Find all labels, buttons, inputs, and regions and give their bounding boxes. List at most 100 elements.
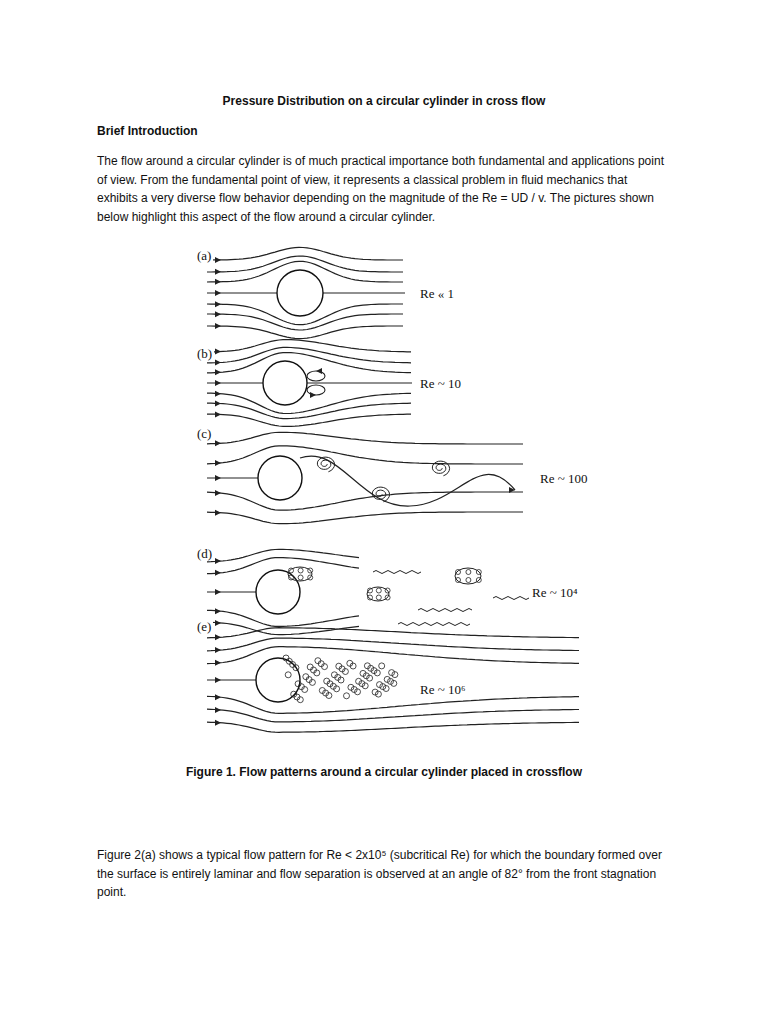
flow-arrowhead	[215, 608, 221, 614]
panel-letter: (d)	[195, 546, 214, 561]
eddy-texture	[376, 588, 381, 593]
eddy-texture	[298, 568, 303, 573]
flow-arrowhead	[215, 440, 221, 446]
wake-eddy	[355, 689, 361, 695]
streamline	[207, 709, 579, 722]
streamline	[207, 679, 256, 680]
panel-letter: (e)	[195, 619, 213, 634]
flow-arrowhead	[215, 720, 221, 726]
wake-eddy	[326, 693, 332, 699]
streamline	[207, 549, 359, 561]
streamline	[207, 247, 403, 260]
eddy-texture	[466, 570, 471, 575]
flow-arrowhead	[215, 349, 221, 355]
streamline	[207, 432, 523, 444]
wake-eddy	[391, 680, 397, 686]
wake-eddy	[322, 664, 328, 670]
flow-arrowhead	[215, 301, 221, 307]
streamline	[207, 326, 403, 339]
wake-eddy	[334, 686, 340, 692]
wake-eddy	[379, 663, 385, 669]
streamline	[207, 628, 579, 638]
wake-eddy	[342, 669, 348, 675]
turbulent-eddy	[288, 567, 312, 581]
section-heading: Brief Introduction	[97, 122, 198, 141]
wake-eddy	[367, 675, 373, 681]
wake-eddy	[374, 670, 380, 676]
eddy-texture	[368, 588, 373, 593]
eddy-texture	[368, 595, 373, 600]
cylinder	[263, 361, 307, 405]
wake-eddy	[293, 665, 299, 671]
reynolds-label: Re ~ 100	[538, 471, 589, 486]
streamline	[207, 314, 403, 330]
eddy-texture	[466, 578, 471, 583]
streamline	[207, 414, 411, 426]
flow-arrowhead	[509, 487, 515, 493]
wake-eddy	[314, 670, 320, 676]
wake-eddy	[285, 672, 291, 678]
flow-arrowhead	[310, 392, 316, 398]
flow-arrowhead	[215, 620, 221, 626]
cylinder	[256, 658, 300, 702]
streamline	[207, 512, 523, 524]
wake-eddy	[302, 687, 308, 693]
streamline	[207, 591, 256, 592]
flow-arrowhead	[215, 677, 221, 683]
flow-arrowhead	[215, 401, 221, 407]
flow-arrowhead	[215, 359, 221, 365]
flow-arrowhead	[215, 475, 221, 481]
streamline	[207, 446, 523, 464]
eddy-texture	[289, 575, 294, 580]
body-paragraph: The flow around a circular cylinder is o…	[97, 152, 671, 226]
streamline	[207, 393, 411, 413]
eddy-texture	[308, 575, 313, 580]
wake-eddy	[290, 662, 296, 668]
cylinder	[256, 570, 300, 614]
wake-eddy	[344, 693, 350, 699]
wake-eddy	[283, 655, 289, 661]
panel-letter: (a)	[195, 248, 213, 263]
flow-arrowhead	[215, 391, 221, 397]
eddy-texture	[456, 578, 461, 583]
vortex	[432, 461, 449, 476]
eddy-texture	[289, 568, 294, 573]
flow-arrowhead	[215, 460, 221, 466]
reynolds-label: Re ~ 10	[418, 376, 463, 391]
reynolds-label: Re ~ 10⁴	[530, 585, 580, 600]
wake-eddy	[362, 683, 368, 689]
flow-arrowhead	[215, 694, 221, 700]
flow-arrowhead	[215, 311, 221, 317]
cylinder	[258, 456, 302, 500]
flow-arrowhead	[215, 558, 221, 564]
panel-letter: (b)	[195, 346, 214, 361]
flow-arrowhead	[215, 369, 221, 375]
streamline	[207, 353, 411, 373]
streamline	[207, 256, 403, 272]
reynolds-label: Re « 1	[418, 286, 456, 301]
streamline	[207, 647, 579, 664]
wake-eddy	[392, 672, 398, 678]
cylinder	[277, 270, 323, 316]
panel-letter: (c)	[195, 426, 213, 441]
streamline	[207, 492, 523, 510]
flow-arrowhead	[215, 490, 221, 496]
wake-eddy	[286, 658, 292, 664]
streamline	[323, 292, 405, 293]
eddy-texture	[376, 595, 381, 600]
flow-arrowhead	[215, 380, 221, 386]
eddy-texture	[308, 568, 313, 573]
wake-line	[300, 456, 515, 506]
eddy-texture	[456, 570, 461, 575]
streamline	[207, 477, 258, 478]
streamline	[207, 722, 579, 732]
eddy-texture	[476, 570, 481, 575]
turbulent-squiggle	[398, 623, 470, 626]
turbulent-squiggle	[418, 609, 472, 612]
eddy-texture	[476, 578, 481, 583]
wake-eddy	[338, 677, 344, 683]
turbulent-squiggle	[493, 597, 529, 600]
wake-eddy	[383, 686, 389, 692]
flow-arrowhead	[215, 412, 221, 418]
flow-arrowhead	[215, 269, 221, 275]
